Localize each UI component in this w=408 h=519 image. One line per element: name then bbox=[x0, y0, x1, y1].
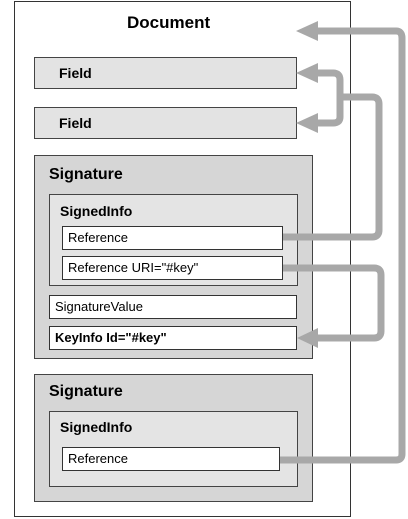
keyinfo-box bbox=[49, 326, 297, 350]
field-box-1 bbox=[34, 57, 297, 89]
reference-uri-box bbox=[62, 256, 283, 280]
arrowhead-keyinfo bbox=[297, 328, 318, 348]
field-box-2 bbox=[34, 107, 297, 139]
field-label-2: Field bbox=[59, 115, 92, 131]
arrow-uri-to-keyinfo bbox=[283, 264, 385, 342]
signedinfo-title-1: SignedInfo bbox=[60, 203, 133, 219]
arrowhead-document bbox=[296, 21, 318, 41]
reference-label-2: Reference bbox=[68, 451, 128, 466]
signature-title-2: Signature bbox=[49, 383, 123, 400]
document-title: Document bbox=[127, 13, 211, 32]
signature-value-label: SignatureValue bbox=[55, 299, 143, 314]
arrow-to-field-2 bbox=[316, 97, 344, 127]
reference-label-1: Reference bbox=[68, 230, 128, 245]
signedinfo-title-2: SignedInfo bbox=[60, 419, 133, 435]
reference-box-1 bbox=[62, 226, 283, 250]
arrowhead-field-1 bbox=[296, 63, 318, 83]
signature-title-1: Signature bbox=[49, 166, 123, 183]
keyinfo-label: KeyInfo Id="#key" bbox=[55, 330, 167, 345]
reference-uri-label: Reference URI="#key" bbox=[68, 260, 199, 275]
reference-box-2 bbox=[62, 447, 280, 471]
arrow-sig2-to-document bbox=[280, 27, 406, 464]
signature-value-box bbox=[49, 295, 297, 319]
arrow-to-field-1 bbox=[316, 69, 344, 97]
field-label-1: Field bbox=[59, 65, 92, 81]
arrowhead-field-2 bbox=[296, 113, 318, 133]
arrow-sig1-to-fields bbox=[283, 93, 383, 241]
